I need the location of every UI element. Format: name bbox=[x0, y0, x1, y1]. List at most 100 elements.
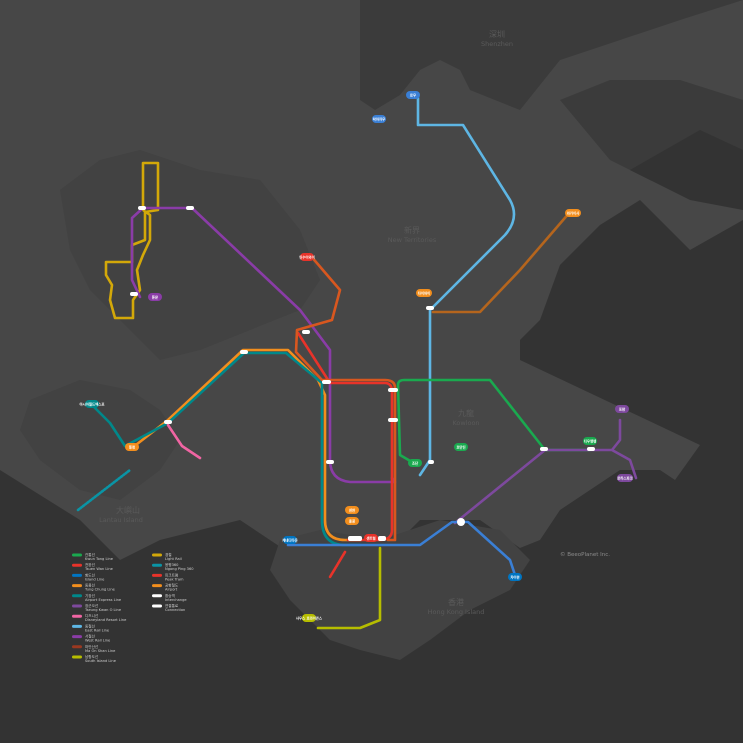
tung-chung-line bbox=[130, 348, 362, 542]
legend-label: 기장선 bbox=[85, 593, 95, 598]
terminal-whampoa[interactable]: 호만틴 bbox=[454, 443, 468, 451]
legend-label: 공항철도 bbox=[165, 583, 179, 588]
legend-swatch bbox=[152, 584, 162, 588]
terminal-chai-wan[interactable]: 차이완 bbox=[508, 573, 522, 581]
region-new-territories-en: New Territories bbox=[388, 236, 437, 244]
terminal-central[interactable]: 센트럴 bbox=[364, 534, 378, 542]
region-labels: 深圳 Shenzhen 新界 New Territories 九龍 Kowloo… bbox=[99, 29, 513, 616]
copyright: © BeeoPlanet Inc. bbox=[560, 551, 610, 558]
terminal-wu-kai-sha[interactable]: 와카이사 bbox=[565, 209, 581, 217]
legend-label: 디즈니선 bbox=[85, 613, 98, 618]
legend-label-en: Peak Tram bbox=[165, 577, 184, 581]
region-shenzhen-ko: 深圳 bbox=[489, 29, 505, 39]
svg-text:조단: 조단 bbox=[412, 461, 419, 466]
terminal-tin-shui-wai[interactable]: 틴수이와이 bbox=[299, 253, 315, 261]
station-lai-king[interactable] bbox=[302, 330, 310, 334]
legend-label-en: Tsuen Wan Line bbox=[84, 567, 114, 571]
legend-swatch bbox=[152, 594, 162, 598]
station-sunny-bay[interactable] bbox=[164, 420, 172, 424]
legend-label-en: South Island Line bbox=[85, 659, 117, 663]
south-island-line bbox=[316, 546, 382, 630]
terminal-tuen-mun[interactable]: 툰문 bbox=[148, 293, 162, 301]
terminals: 로우 락마차우 툰문 와카이사 타이와이 틴수이와이 센완 아시아월드엑스포 퉁… bbox=[80, 91, 633, 622]
region-shenzhen-en: Shenzhen bbox=[481, 40, 513, 48]
terminal-lo-wu[interactable]: 로우 bbox=[406, 91, 420, 99]
terminal-hong-kong[interactable]: 홍콩 bbox=[345, 517, 359, 525]
terminal-tai-wai[interactable]: 타이와이 bbox=[416, 289, 432, 297]
terminal-jordan[interactable]: 조단 bbox=[408, 459, 422, 467]
station-mei-foo[interactable] bbox=[322, 380, 331, 384]
station-yuen-long[interactable] bbox=[138, 206, 146, 210]
station-central[interactable] bbox=[348, 536, 362, 541]
terminal-asiaworld-expo[interactable]: 아시아월드엑스포 bbox=[80, 400, 106, 408]
station-hung-hom[interactable] bbox=[428, 460, 434, 464]
svg-text:타이와이: 타이와이 bbox=[418, 291, 430, 296]
terminal-tsuen-wan[interactable]: 센완 bbox=[345, 506, 359, 514]
svg-text:사우스 호라이즌스: 사우스 호라이즌스 bbox=[296, 616, 323, 621]
terminal-lok-ma-chau[interactable]: 락마차우 bbox=[372, 115, 386, 123]
terminal-po-lam[interactable]: 포람 bbox=[615, 405, 629, 413]
tuen-ma-line bbox=[431, 210, 572, 314]
svg-text:호만틴: 호만틴 bbox=[456, 445, 465, 450]
terminal-south-horizons[interactable]: 사우스 호라이즌스 bbox=[296, 614, 323, 622]
svg-text:툰문: 툰문 bbox=[152, 295, 159, 300]
svg-text:홍콩: 홍콩 bbox=[349, 519, 355, 524]
region-lantau-ko: 大嶼山 bbox=[116, 505, 140, 515]
station-tai-wai[interactable] bbox=[426, 306, 434, 310]
station-yau-tong[interactable] bbox=[540, 447, 548, 451]
legend-swatch bbox=[72, 573, 82, 577]
station-nam-cheong[interactable] bbox=[326, 460, 334, 464]
legend-label: 연결통로 bbox=[165, 603, 179, 608]
legend-label: 마안산선 bbox=[85, 644, 98, 649]
west-rail-line bbox=[130, 206, 397, 484]
legend-swatch bbox=[72, 635, 82, 639]
station-kam-sheung-road[interactable] bbox=[186, 206, 194, 210]
legend-label-en: East Rail Line bbox=[85, 628, 110, 632]
terminal-tiu-keng-leng[interactable]: 티우깽렝 bbox=[583, 437, 597, 445]
disneyland-line bbox=[166, 423, 202, 460]
terminal-lohas-park[interactable]: 로하스파크 bbox=[617, 474, 633, 482]
station-tsing-yi[interactable] bbox=[240, 350, 248, 354]
legend-swatch bbox=[72, 553, 82, 557]
station-siu-hong[interactable] bbox=[130, 292, 138, 296]
island-line bbox=[286, 520, 517, 577]
station-mong-kok[interactable] bbox=[388, 418, 398, 422]
legend-label-en: Ngong Ping 360 bbox=[165, 567, 194, 571]
region-lantau-en: Lantau Island bbox=[99, 516, 143, 524]
region-kowloon-en: Kowloon bbox=[452, 419, 479, 427]
terminal-kennedy-town[interactable]: 케네디타운 bbox=[282, 536, 299, 544]
svg-text:와카이사: 와카이사 bbox=[567, 211, 580, 216]
region-kowloon-ko: 九龍 bbox=[458, 408, 474, 418]
legend-label: 경철 bbox=[165, 552, 172, 557]
legend-swatch bbox=[72, 614, 82, 618]
region-new-territories-ko: 新界 bbox=[404, 225, 420, 235]
svg-text:틴수이와이: 틴수이와이 bbox=[299, 255, 315, 260]
legend-swatch bbox=[152, 563, 162, 567]
station-admiralty[interactable] bbox=[378, 536, 386, 541]
legend-label: 장군오선 bbox=[85, 603, 98, 608]
legend-label: 전완선 bbox=[85, 562, 95, 567]
svg-text:로하스파크: 로하스파크 bbox=[617, 476, 633, 481]
station-prince-edward[interactable] bbox=[388, 388, 398, 392]
legend-label-en: West Rail Line bbox=[85, 639, 111, 643]
svg-text:케네디타운: 케네디타운 bbox=[282, 538, 298, 543]
legend-label: 항도선 bbox=[85, 572, 95, 577]
station-tiu-keng-leng[interactable] bbox=[587, 447, 595, 451]
station-north-point[interactable] bbox=[457, 518, 465, 526]
svg-text:아시아월드엑스포: 아시아월드엑스포 bbox=[80, 402, 106, 407]
svg-text:락마차우: 락마차우 bbox=[373, 117, 386, 122]
legend-swatch bbox=[72, 655, 82, 659]
terminal-tung-chung[interactable]: 퉁청 bbox=[125, 443, 139, 451]
